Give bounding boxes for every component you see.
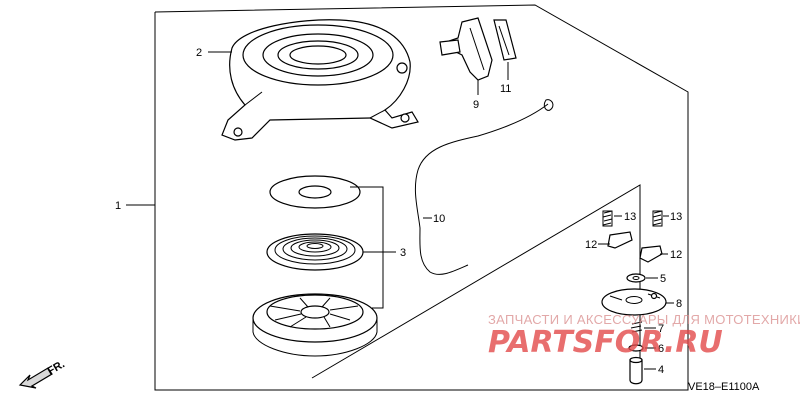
watermark-tagline: ЗАПЧАСТИ И АКСЕССУАРЫ ДЛЯ МОТОТЕХНИКИ [488,312,800,327]
washer [626,273,646,283]
starter-rope [414,99,554,275]
callout-8: 8 [676,298,682,310]
direction-label: FR. [46,358,67,377]
ratchet-guide [601,288,667,316]
recoil-spring [266,233,364,271]
callout-6: 6 [658,343,664,355]
friction-spring [630,321,643,333]
callout-12a: 12 [585,239,597,251]
assembly-frame [154,4,689,391]
callout-9: 9 [473,99,479,111]
callout-2: 2 [196,47,202,59]
callout-3: 3 [400,247,406,259]
callout-1: 1 [115,200,121,212]
callout-5: 5 [660,273,666,285]
callout-12b: 12 [670,249,682,261]
ratchet-spring-right [652,210,663,227]
ratchet-right [639,245,663,263]
grip-insert [493,19,517,61]
watermark-logo: PARTSFOR.RU [488,325,723,360]
small-washer [628,344,644,352]
starter-case [221,19,419,141]
callout-11: 11 [500,83,511,95]
front-direction-arrow: FR. [18,358,67,389]
ratchet-spring-left [602,210,613,227]
callout-4: 4 [658,364,664,376]
spring-cover-washer [269,175,361,209]
diagram-code: VE18–E1100A [688,381,760,393]
starter-grip [439,17,493,81]
callout-13b: 13 [670,211,682,223]
callout-10: 10 [433,213,445,225]
callout-7: 7 [658,323,664,335]
setting-bolt [629,356,643,385]
ratchet-left [607,231,633,249]
starter-reel [252,293,378,357]
callout-13a: 13 [624,211,636,223]
